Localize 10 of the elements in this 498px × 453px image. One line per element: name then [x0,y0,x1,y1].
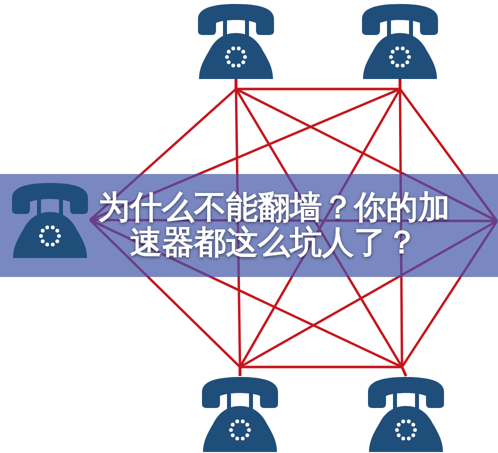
connector-line [400,220,498,376]
telephone-icon [196,3,276,79]
title: 为什么不能翻墙？你的加速器都这么坑人了？ [97,190,451,260]
telephone-icon [360,3,440,79]
telephone-icon [200,376,280,452]
telephone-icon [366,376,446,452]
connector-line [398,79,498,222]
telephone-icon [10,182,90,258]
connector-line [90,218,497,222]
connector-line [238,220,498,376]
